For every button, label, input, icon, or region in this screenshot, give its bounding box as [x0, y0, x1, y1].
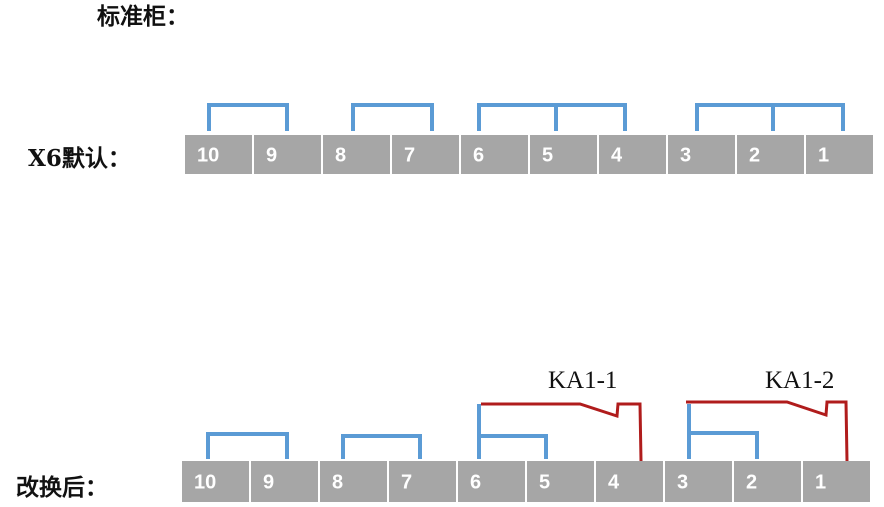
terminal-cell: [806, 135, 873, 174]
terminal-cell: [530, 135, 597, 174]
contact-ka1-1: [481, 402, 643, 462]
terminal-cell: [665, 461, 732, 502]
terminal-cell: [254, 135, 321, 174]
terminal-number: 4: [608, 472, 620, 494]
terminal-cell: [734, 461, 801, 502]
terminal-number: 10: [194, 472, 216, 494]
terminal-number: 9: [266, 145, 277, 167]
jumpers: [206, 103, 845, 459]
terminal-number: 7: [401, 472, 412, 494]
row-label-default: X6默认：: [28, 145, 131, 172]
terminal-cell: [185, 135, 252, 174]
terminal-number: 8: [335, 145, 346, 167]
terminal-cell: [527, 461, 594, 502]
row-label-modified: 改换后：: [16, 474, 108, 501]
terminal-cell: [323, 135, 390, 174]
jumper-8-7-modified: [341, 434, 422, 459]
terminal-number: 2: [749, 145, 760, 167]
jumper-10-9-modified: [206, 432, 289, 459]
jumper-10-9-default: [207, 103, 289, 131]
terminal-number: 5: [539, 472, 550, 494]
terminal-cell: [458, 461, 525, 502]
terminal-strip-1: 10 9 8 7 6 5 4 3 2 1: [182, 461, 870, 502]
terminal-number: 1: [815, 472, 826, 494]
terminal-number: 4: [611, 145, 623, 167]
terminal-number: 3: [677, 472, 688, 494]
relay-label-ka1-1: KA1-1: [548, 367, 617, 394]
terminal-cell: [668, 135, 735, 174]
jumper-8-7-default: [351, 103, 434, 131]
terminal-number: 8: [332, 472, 343, 494]
relay-label-ka1-2: KA1-2: [765, 367, 834, 394]
terminal-cell: [461, 135, 528, 174]
terminal-cell: [737, 135, 804, 174]
contact-ka1-2: [686, 400, 849, 462]
terminal-number: 3: [680, 145, 691, 167]
terminal-cell: [392, 135, 459, 174]
terminal-number: 6: [473, 145, 484, 167]
terminal-cell: [320, 461, 387, 502]
relay-contacts: [481, 400, 849, 462]
terminal-number: 1: [818, 145, 829, 167]
terminal-cell: [389, 461, 456, 502]
terminal-number: 5: [542, 145, 553, 167]
jumper-3-2-1-default: [695, 103, 845, 131]
terminal-number: 10: [197, 145, 219, 167]
terminal-number: 6: [470, 472, 481, 494]
terminal-cell: [596, 461, 663, 502]
terminal-cell: [251, 461, 318, 502]
diagram-title: 标准柜：: [97, 3, 189, 30]
terminal-number: 9: [263, 472, 274, 494]
terminal-strip-0: 10 9 8 7 6 5 4 3 2 1: [185, 135, 873, 174]
terminal-cell: [182, 461, 249, 502]
jumper-6-5-4-default: [477, 103, 627, 131]
terminal-number: 7: [404, 145, 415, 167]
terminal-cell: [599, 135, 666, 174]
terminal-number: 2: [746, 472, 757, 494]
terminal-cell: [803, 461, 870, 502]
